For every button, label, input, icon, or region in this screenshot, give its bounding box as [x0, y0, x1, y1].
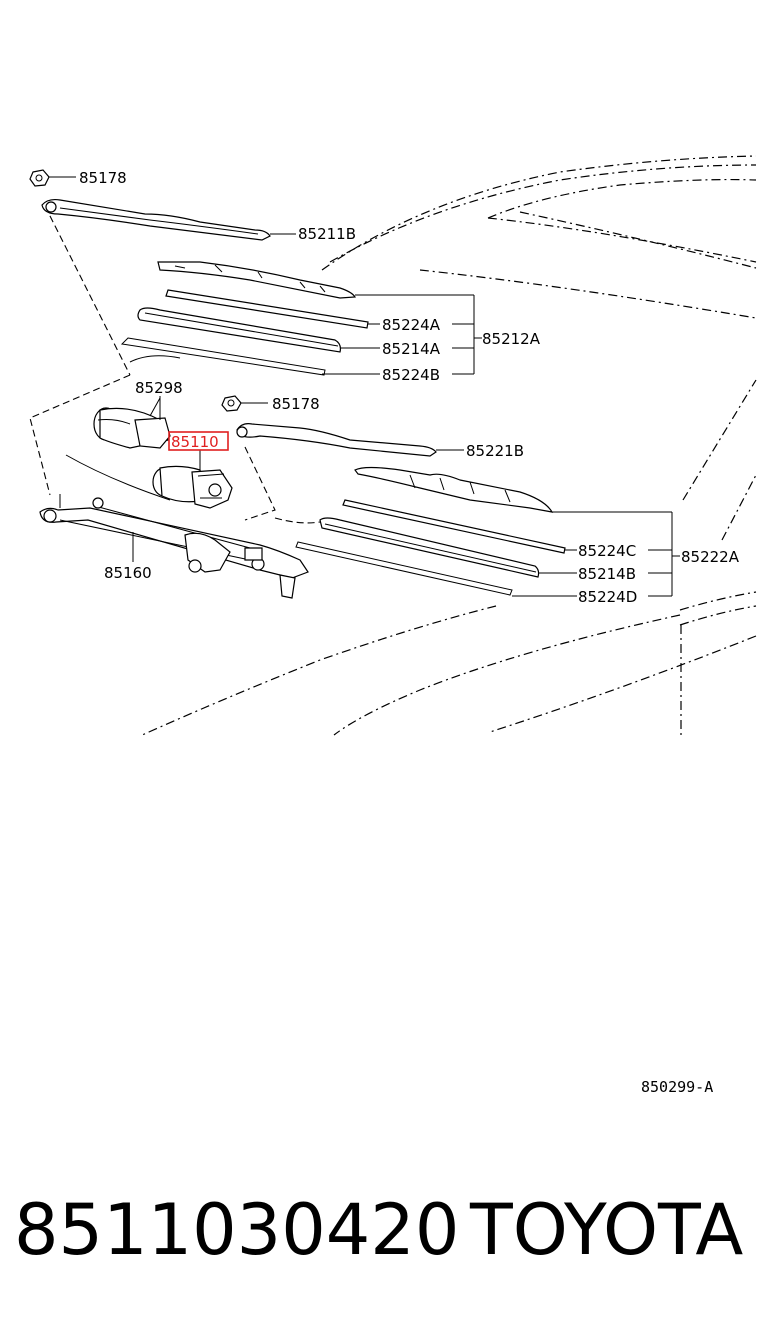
wiper-linkage-85160	[39, 494, 309, 599]
callout-85178-top: 85178	[79, 169, 127, 187]
nut-85178-mid	[221, 395, 268, 412]
callout-85224C: 85224C	[578, 542, 636, 560]
wiper-arm-lower	[236, 423, 437, 457]
callout-85211B: 85211B	[298, 225, 356, 243]
callout-85178-mid: 85178	[272, 395, 320, 413]
leader-lines	[132, 233, 680, 597]
part-number: 8511030420	[14, 1189, 460, 1271]
wiper-arm-upper	[41, 198, 271, 241]
footer: 8511030420 TOYOTA	[0, 1185, 760, 1285]
callout-85224D: 85224D	[578, 588, 637, 606]
motor-cover-85298	[65, 407, 171, 501]
wiper-motor-85110	[152, 465, 233, 509]
brand-name: TOYOTA	[470, 1189, 744, 1271]
callout-85221B: 85221B	[466, 442, 524, 460]
callout-85212A: 85212A	[482, 330, 541, 348]
wiper-blade-lower	[295, 466, 566, 596]
callout-85214A: 85214A	[382, 340, 441, 358]
callout-85224A: 85224A	[382, 316, 441, 334]
callout-85222A: 85222A	[681, 548, 740, 566]
diagram-code: 850299-A	[641, 1078, 713, 1096]
callout-85110: 85110	[171, 433, 219, 451]
callout-85160: 85160	[104, 564, 152, 582]
callout-85224B: 85224B	[382, 366, 440, 384]
assembly-group-outline	[29, 205, 321, 524]
callout-85214B: 85214B	[578, 565, 636, 583]
wiper-blade-upper	[120, 261, 369, 376]
highlight-box-85110	[168, 431, 229, 451]
nut-85178-top	[29, 169, 76, 187]
vehicle-body-outline	[139, 155, 757, 737]
callout-85298: 85298	[135, 379, 183, 397]
